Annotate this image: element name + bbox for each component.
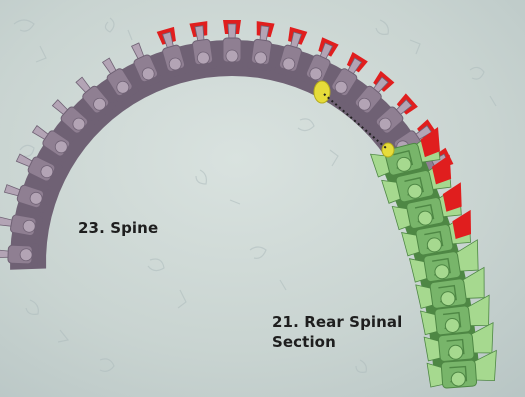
spine-lug: [220, 62, 244, 68]
label-spine: 23. Spine: [78, 218, 158, 238]
label-rear-spinal-section: 21. Rear Spinal Section: [272, 312, 402, 352]
spine-knob: [20, 249, 32, 261]
label-rear-line-2: Section: [272, 332, 402, 352]
spine-knob: [226, 50, 238, 62]
label-rear-line-1: 21. Rear Spinal: [272, 312, 402, 332]
spine-joint-end: [314, 81, 330, 103]
spine-lug: [32, 243, 39, 267]
rear-joint-end: [382, 143, 394, 157]
rear-knob: [451, 372, 466, 387]
